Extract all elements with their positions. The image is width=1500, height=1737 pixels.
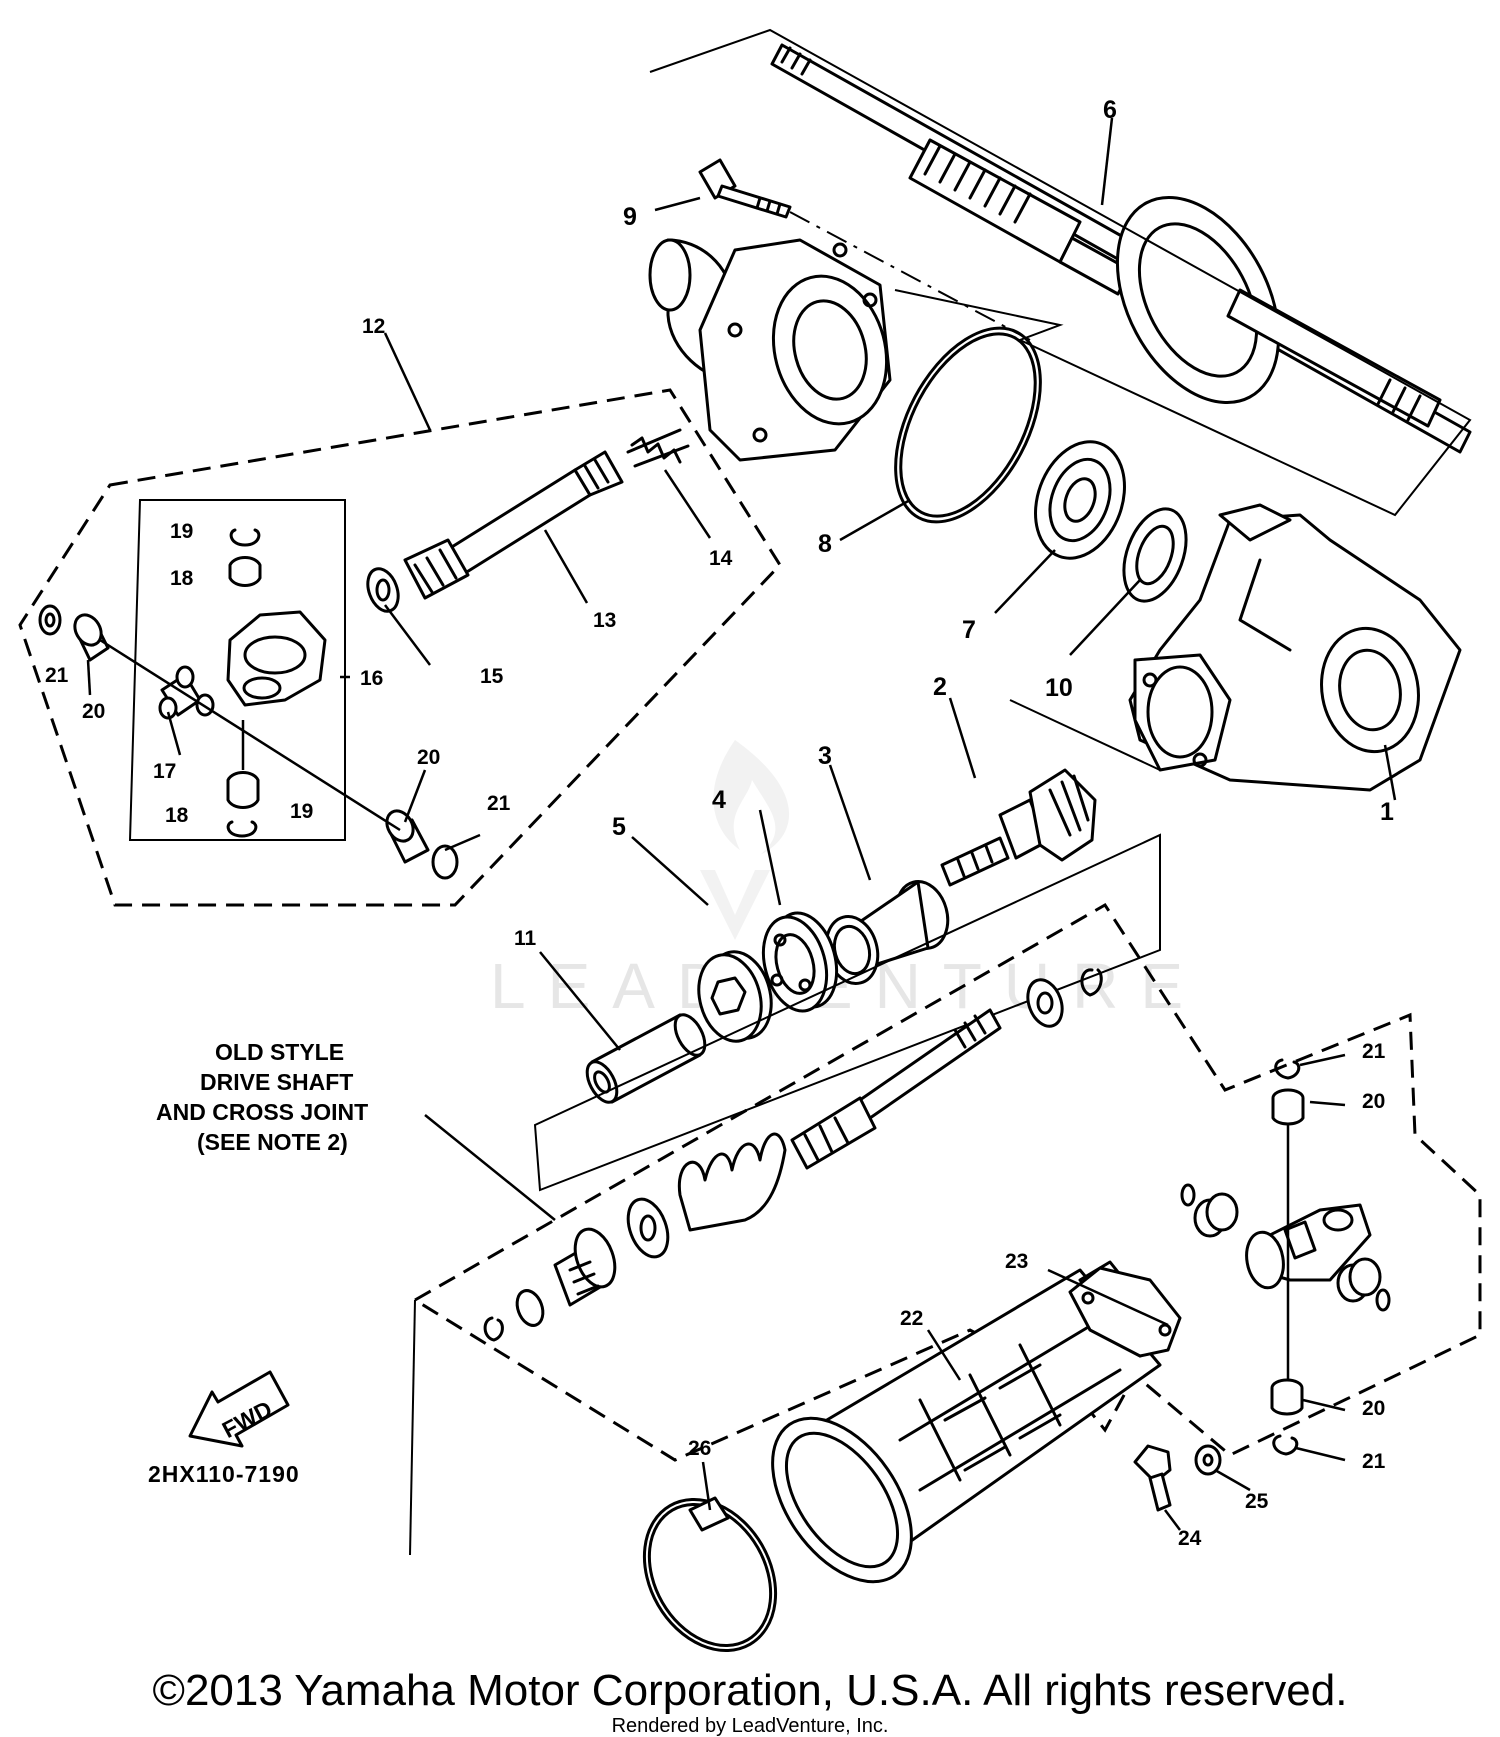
callout-11: 11 bbox=[514, 927, 537, 950]
callout-6: 6 bbox=[1103, 96, 1117, 124]
callout-24: 24 bbox=[1178, 1527, 1202, 1550]
spacer-tube bbox=[585, 1013, 707, 1104]
callout-19-top: 19 bbox=[170, 520, 193, 543]
bearing bbox=[1034, 440, 1126, 560]
callout-13: 13 bbox=[593, 609, 616, 632]
bearing-cup-top bbox=[1271, 1088, 1305, 1126]
bolt-centerline bbox=[789, 211, 1031, 341]
callout-8: 8 bbox=[818, 530, 832, 558]
callout-22: 22 bbox=[900, 1307, 923, 1330]
callout-20-bottom: 20 bbox=[1362, 1397, 1385, 1420]
spring-washer bbox=[626, 1197, 670, 1259]
rubber-boot bbox=[771, 1260, 1170, 1584]
callout-5: 5 bbox=[612, 813, 626, 841]
forward-arrow-icon: FWD bbox=[188, 1370, 290, 1448]
rear-axle-shaft bbox=[770, 43, 1472, 454]
callout-20-uj: 20 bbox=[417, 746, 440, 769]
circlip-shaft bbox=[1080, 968, 1103, 997]
universal-joint-shaft bbox=[403, 450, 624, 600]
callout-4: 4 bbox=[712, 786, 726, 814]
bolt-24 bbox=[1133, 1444, 1172, 1512]
cross-spider bbox=[158, 665, 215, 720]
callout-18-bottom: 18 bbox=[165, 804, 189, 827]
spring bbox=[677, 1132, 787, 1232]
callout-15: 15 bbox=[480, 665, 504, 688]
callout-1: 1 bbox=[1380, 798, 1394, 826]
pinion-box bbox=[533, 833, 1161, 1192]
collar bbox=[824, 880, 950, 985]
bushing-20-left bbox=[73, 613, 110, 662]
small-clip bbox=[483, 1316, 504, 1342]
note-line-3: AND CROSS JOINT bbox=[156, 1099, 368, 1125]
callout-19-bottom: 19 bbox=[290, 800, 313, 823]
clip-top bbox=[1274, 1058, 1301, 1080]
washer-15 bbox=[366, 567, 400, 613]
final-gear-case bbox=[1128, 503, 1462, 792]
washer-shaft bbox=[1026, 978, 1064, 1028]
axle-outline-box bbox=[649, 28, 1472, 517]
drive-shaft bbox=[790, 1008, 1002, 1170]
bushing-20-right bbox=[385, 809, 430, 864]
small-washer bbox=[515, 1289, 545, 1327]
copyright-notice: ©2013 Yamaha Motor Corporation, U.S.A. A… bbox=[153, 1666, 1348, 1715]
callout-25: 25 bbox=[1245, 1490, 1269, 1513]
callout-9: 9 bbox=[623, 203, 637, 231]
callout-10: 10 bbox=[1045, 674, 1073, 702]
washer-25 bbox=[1194, 1444, 1222, 1476]
clip-bottom bbox=[1272, 1434, 1299, 1456]
note-line-2: DRIVE SHAFT bbox=[200, 1069, 353, 1095]
note-line-4: (SEE NOTE 2) bbox=[197, 1129, 348, 1155]
callout-21-bottom: 21 bbox=[1362, 1450, 1386, 1473]
coupling bbox=[553, 1227, 617, 1307]
gear-case-box bbox=[1009, 699, 1161, 771]
callout-2: 2 bbox=[933, 673, 947, 701]
clip-19-top bbox=[229, 528, 261, 547]
clip-19-bottom bbox=[226, 820, 258, 838]
cross-joint-bushings bbox=[1180, 1183, 1391, 1312]
hose-clamp bbox=[642, 1496, 778, 1652]
callout-21-top: 21 bbox=[1362, 1040, 1386, 1063]
callout-21-uj: 21 bbox=[487, 792, 511, 815]
watermark-logo bbox=[700, 740, 790, 940]
yoke bbox=[226, 610, 327, 707]
diagram-code: 2HX110-7190 bbox=[148, 1461, 300, 1487]
callout-20-left: 20 bbox=[82, 700, 105, 723]
callout-14: 14 bbox=[709, 547, 733, 570]
leader-lines bbox=[86, 117, 1397, 1531]
cup-18-top bbox=[228, 556, 262, 587]
rendered-by-credit: Rendered by LeadVenture, Inc. bbox=[612, 1715, 889, 1737]
callout-7: 7 bbox=[962, 616, 976, 644]
callout-20-top: 20 bbox=[1362, 1090, 1385, 1113]
uj-group-outline bbox=[18, 388, 782, 907]
boot-flange bbox=[1068, 1266, 1182, 1358]
cup-18-bottom bbox=[226, 771, 260, 809]
callout-23: 23 bbox=[1005, 1250, 1028, 1273]
pinion-gear bbox=[940, 768, 1097, 887]
callout-16: 16 bbox=[360, 667, 383, 690]
yoke-box bbox=[128, 499, 346, 841]
bearing-cup-bottom bbox=[1270, 1378, 1304, 1416]
callout-17: 17 bbox=[153, 760, 176, 783]
callout-3: 3 bbox=[818, 742, 832, 770]
callout-18-top: 18 bbox=[170, 567, 194, 590]
callout-26: 26 bbox=[688, 1437, 711, 1460]
brake-housing bbox=[648, 238, 892, 462]
clip-21-left bbox=[38, 604, 62, 636]
note-line-1: OLD STYLE bbox=[215, 1039, 344, 1065]
universal-joint bbox=[1245, 1203, 1372, 1290]
uj-cross-axis bbox=[99, 638, 401, 832]
clip-21-right bbox=[431, 844, 459, 880]
old-style-group-outline bbox=[412, 902, 1482, 1462]
ring-nut bbox=[697, 950, 773, 1043]
old-style-box bbox=[409, 1299, 416, 1556]
bearing-4 bbox=[761, 911, 839, 1013]
callout-12: 12 bbox=[362, 315, 385, 338]
o-ring bbox=[894, 326, 1042, 524]
callout-21-left: 21 bbox=[45, 664, 69, 687]
bolt bbox=[698, 158, 792, 219]
spring-14 bbox=[626, 428, 690, 468]
oil-seal bbox=[1122, 507, 1188, 603]
